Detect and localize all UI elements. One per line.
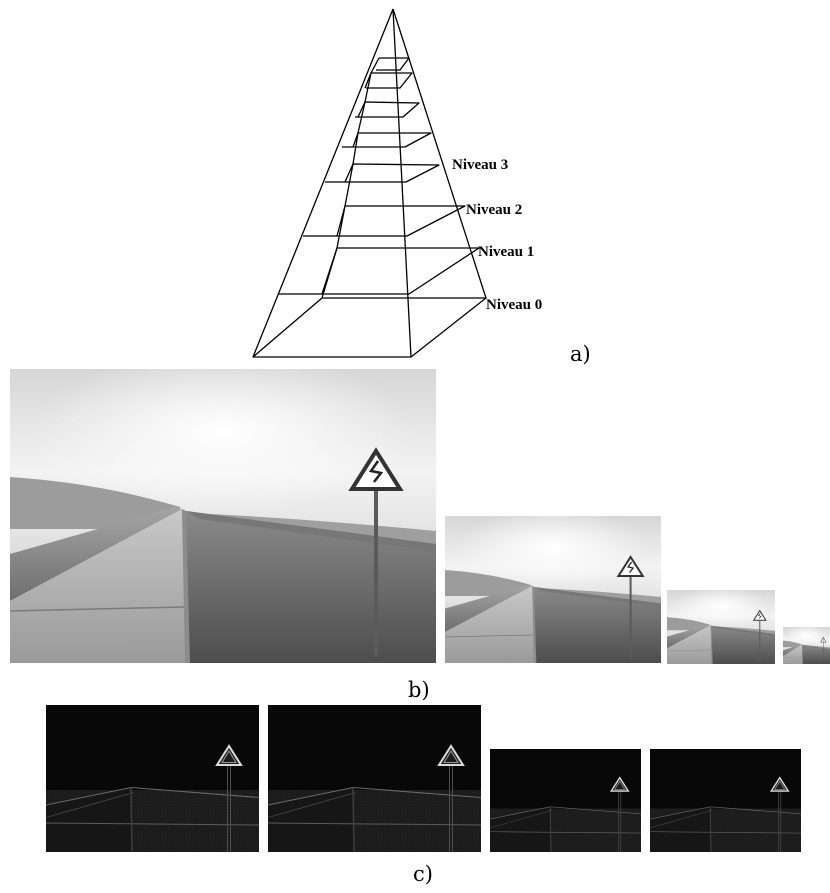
- panel-label-c: c): [413, 862, 433, 886]
- panel-label-b: b): [408, 678, 430, 702]
- gradient-image-2: [268, 705, 481, 852]
- gradient-image-1: [46, 705, 259, 852]
- level-label-2: Niveau 2: [466, 202, 523, 218]
- level-label-3: Niveau 3: [452, 157, 509, 173]
- panel-label-a: a): [570, 342, 591, 366]
- pyramid-level-0-image: [10, 369, 436, 663]
- pyramid-level-1-image: [445, 516, 661, 663]
- gradient-image-4: [650, 749, 801, 852]
- gradient-image-3: [490, 749, 641, 852]
- pyramid-level-3-image: [783, 627, 830, 664]
- level-label-0: Niveau 0: [486, 297, 543, 313]
- pyramid-level-2-image: [667, 590, 775, 664]
- pyramid-diagram: [252, 8, 487, 358]
- level-label-1: Niveau 1: [478, 244, 535, 260]
